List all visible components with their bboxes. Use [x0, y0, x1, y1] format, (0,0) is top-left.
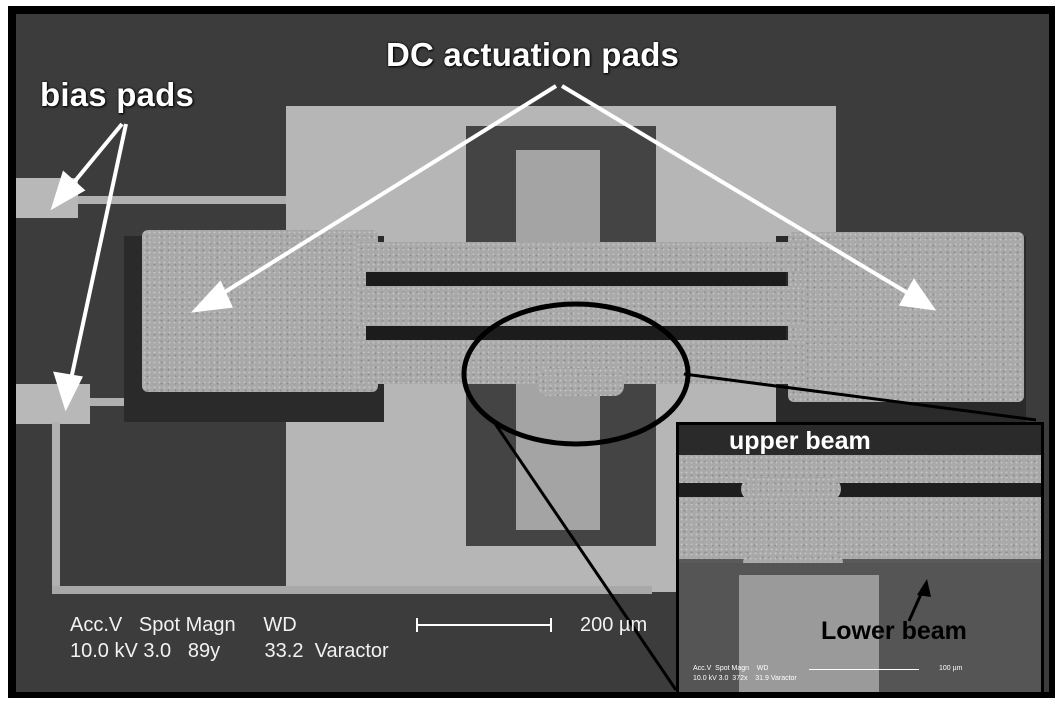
- scale-bar-tick-right: [550, 618, 552, 632]
- inset-upper-beam: [679, 455, 1041, 483]
- sem-info-line2: 10.0 kV 3.0 89y 33.2 Varactor: [70, 640, 389, 662]
- inset-lower-beam: [679, 497, 1041, 559]
- lower-beam-label: Lower beam: [821, 617, 967, 645]
- inset-info-line1: Acc.V Spot Magn WD: [693, 665, 769, 672]
- bias-pad-bottom: [16, 384, 90, 424]
- beam-center-bump: [538, 368, 624, 396]
- scale-bar-label: 200 µm: [580, 614, 648, 636]
- scale-bar: [416, 624, 552, 626]
- beam-gap-1: [366, 272, 786, 286]
- dc-arrows: [190, 84, 937, 313]
- bias-line-vertical: [52, 422, 60, 592]
- inset-scale-bar: [809, 669, 919, 670]
- highlight-ellipse-shape: [461, 301, 691, 447]
- zoom-line-top: [683, 372, 1037, 422]
- inset-strip: [739, 575, 879, 692]
- zoom-inset: upper beam Lower beam Acc.V Spot Magn WD…: [676, 422, 1044, 692]
- zoom-line-bottom: [492, 421, 678, 691]
- inset-info-line2: 10.0 kV 3.0 372x 31.9 Varactor: [693, 675, 797, 682]
- beam-gap-2: [366, 326, 786, 340]
- highlight-ellipse: [50, 84, 1037, 691]
- sem-micrograph: bias pads DC actuation pads Acc.V Spot M…: [16, 14, 1049, 692]
- bias-arrows: [50, 122, 128, 412]
- dc-actuation-pad-left: [142, 230, 378, 392]
- inset-background-top: [679, 425, 1041, 455]
- sem-info-line1: Acc.V Spot Magn WD: [70, 614, 297, 636]
- bias-pads-label: bias pads: [40, 76, 195, 113]
- upper-beam-label: upper beam: [729, 427, 871, 455]
- bias-line-lower: [52, 586, 652, 594]
- bias-line-top: [76, 196, 286, 204]
- upper-beam: [356, 242, 806, 272]
- inset-scale-label: 100 µm: [939, 665, 963, 672]
- scale-bar-tick-left: [416, 618, 418, 632]
- dc-actuation-pads-label: DC actuation pads: [386, 36, 680, 73]
- dc-actuation-pad-right: [788, 232, 1024, 402]
- lower-beam-arrow: [907, 579, 931, 622]
